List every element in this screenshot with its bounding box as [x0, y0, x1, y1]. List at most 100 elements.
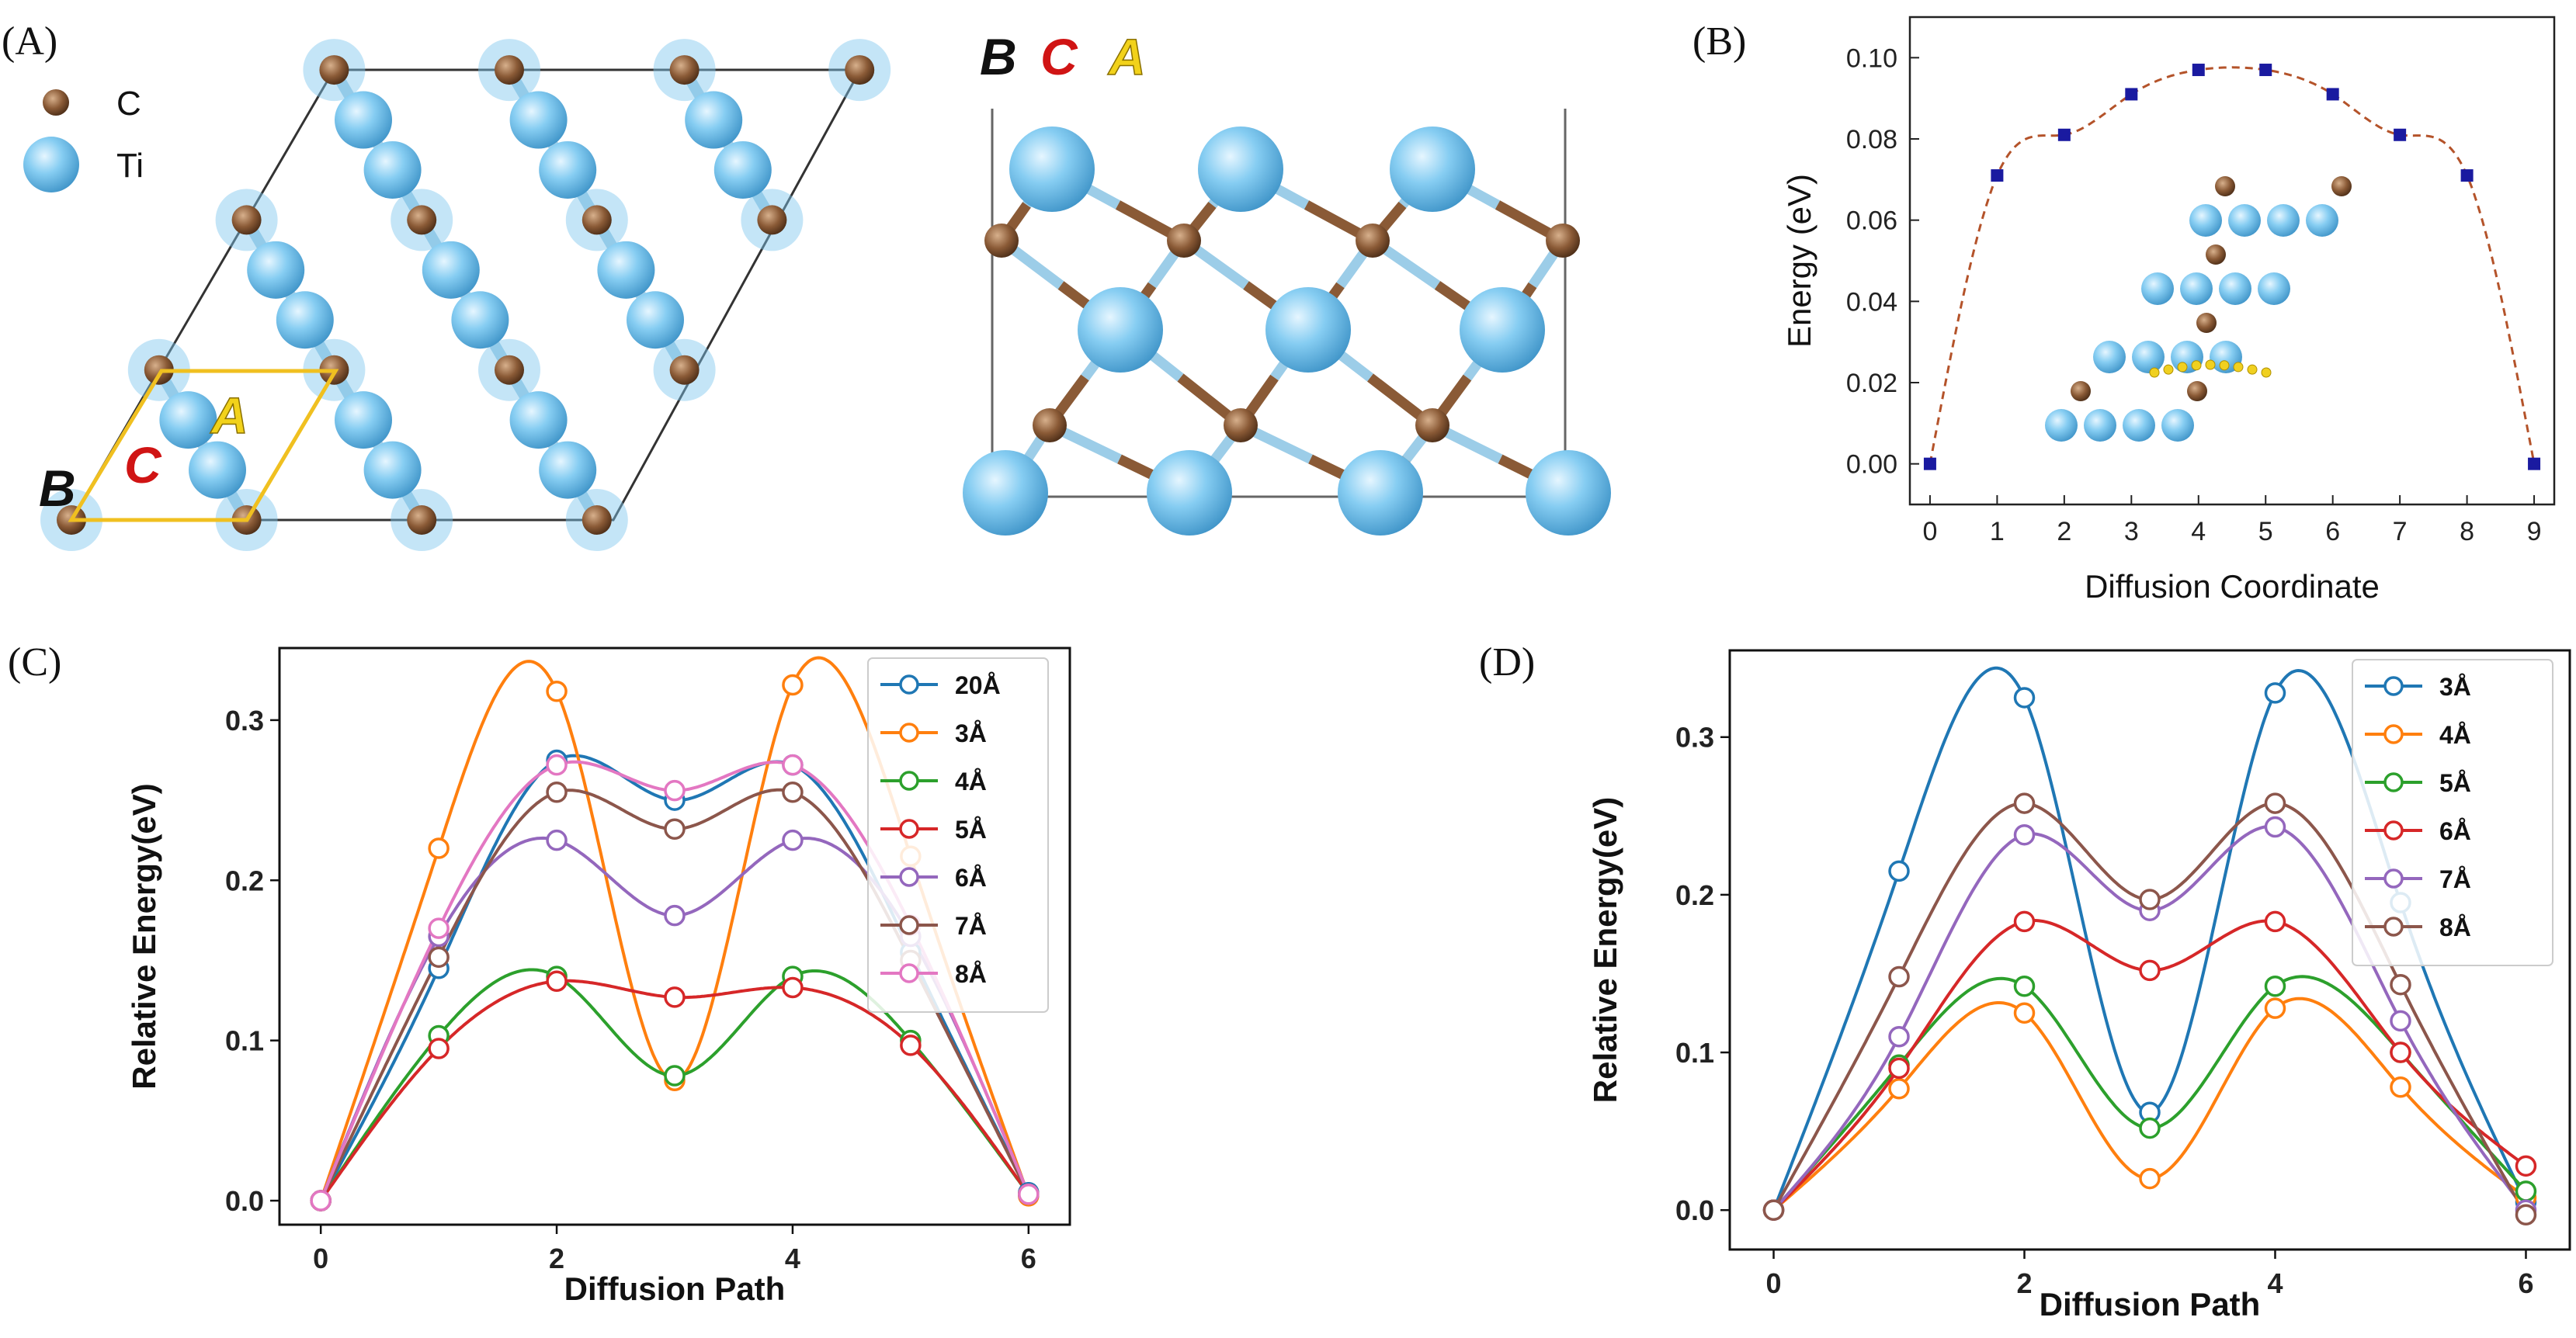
carbon-atom [845, 55, 875, 85]
chart-d-legend-label: 6Å [2439, 817, 2471, 845]
chart-b-y-tick-label: 0.08 [1846, 125, 1897, 154]
chart-c-point [900, 1035, 922, 1056]
carbon-atom-icon [43, 89, 69, 116]
inset-titanium-atom [2141, 272, 2174, 305]
chart-b-x-axis-label: Diffusion Coordinate [2085, 568, 2380, 605]
chart-b-point [2125, 88, 2138, 101]
titanium-atom [1338, 450, 1423, 536]
chart-d-y-tick-label: 0.0 [1675, 1194, 1714, 1226]
carbon-atom [757, 205, 787, 235]
chart-c-point [782, 754, 804, 776]
chart-d-point [2390, 1076, 2411, 1098]
titanium-atom [1526, 450, 1611, 536]
chart-d-x-axis-label: Diffusion Path [2040, 1286, 2261, 1322]
carbon-atom [407, 505, 437, 535]
chart-b-x-tick-label: 4 [2191, 517, 2206, 546]
chart-d-y-axis-label: Relative Energy(eV) [1587, 797, 1623, 1104]
chart-d-point [1888, 860, 1910, 882]
inset-titanium-atom [2132, 341, 2165, 373]
stacking-label-c: C [1040, 28, 1078, 85]
titanium-atom [963, 450, 1048, 536]
chart-c-legend-marker [899, 963, 919, 983]
chart-d-point [2013, 1002, 2036, 1024]
titanium-atom [1147, 450, 1232, 536]
chart-b-point [1991, 169, 2004, 182]
titanium-atom [509, 391, 568, 449]
chart-d-point [2515, 1180, 2537, 1202]
inset-titanium-atom [2228, 204, 2261, 237]
chart-d-legend-label: 3Å [2439, 673, 2471, 701]
chart-c-legend-label: 3Å [955, 719, 987, 747]
chart-c-y-tick-label: 0.2 [225, 865, 264, 896]
chart-c-point [428, 946, 450, 969]
chart-c-point [546, 754, 568, 776]
chart-d-point [2390, 973, 2411, 996]
chart-c-legend-marker [899, 819, 919, 839]
chart-d-point [2013, 823, 2036, 846]
chart-b-point [2057, 128, 2071, 141]
titanium-atom [627, 291, 684, 349]
chart-b-x-tick-label: 1 [1990, 517, 2005, 546]
chart-b-point [2460, 169, 2474, 182]
chart-b-x-tick-label: 3 [2124, 517, 2139, 546]
inset-carbon-atom [2187, 381, 2207, 401]
chart-d-point [1888, 965, 1910, 988]
stacking-label-b: B [980, 28, 1017, 85]
chart-d-x-tick-label: 0 [1766, 1267, 1782, 1299]
carbon-atom [1546, 224, 1580, 258]
titanium-atom [1198, 127, 1283, 212]
chart-c-point [1018, 1184, 1040, 1205]
chart-d-legend-label: 5Å [2439, 769, 2471, 797]
titanium-atom [1078, 287, 1163, 373]
chart-d-point [2139, 889, 2161, 910]
carbon-atom [984, 224, 1019, 258]
titanium-atom [189, 441, 246, 499]
chart-c-point [664, 779, 686, 802]
chart-d-y-tick-label: 0.1 [1675, 1037, 1714, 1069]
chart-b-point [1923, 457, 1936, 470]
chart-c-legend-marker [899, 867, 919, 887]
chart-d-point [2264, 997, 2286, 1019]
chart-d-y-tick-label: 0.3 [1675, 722, 1714, 754]
chart-c-y-tick-label: 0.0 [225, 1185, 264, 1217]
chart-d-legend-marker [2383, 820, 2404, 841]
panel-label-a: (A) [2, 19, 57, 64]
chart-d-point [2013, 792, 2036, 814]
crystal-side-view: B C A [963, 27, 1611, 536]
chart-d-point [1888, 1078, 1910, 1100]
titanium-atom [247, 241, 305, 299]
inset-titanium-atom [2123, 409, 2155, 442]
chart-c-x-tick-label: 6 [1021, 1243, 1036, 1274]
chart-c-legend-label: 5Å [955, 816, 987, 844]
inset-path-point [2191, 360, 2202, 371]
chart-d-legend-label: 7Å [2439, 865, 2471, 893]
inset-carbon-atom [2215, 176, 2235, 196]
chart-b-point [2528, 457, 2541, 470]
inset-titanium-atom [2189, 204, 2222, 237]
chart-c-legend-label: 7Å [955, 912, 987, 940]
chart-d-point [1762, 1199, 1785, 1221]
inset-path-point [2261, 367, 2272, 378]
inset-path-point [2163, 364, 2174, 375]
carbon-atom [1224, 408, 1258, 442]
chart-d-point [1888, 1025, 1910, 1048]
titanium-atom [159, 391, 217, 449]
chart-d-point [2139, 959, 2161, 982]
chart-d-frame [1728, 649, 2571, 1251]
inset-titanium-atom [2045, 409, 2078, 442]
panel-label-c: (C) [8, 640, 61, 685]
chart-b-x-tick-label: 7 [2393, 517, 2408, 546]
carbon-atom [407, 205, 437, 235]
titanium-atom [1265, 287, 1351, 373]
chart-b-x-tick-label: 5 [2258, 517, 2273, 546]
site-label-b: B [39, 459, 76, 517]
chart-b-point [2192, 64, 2205, 77]
chart-d-point [2264, 910, 2286, 933]
chart-c-point [782, 829, 804, 851]
chart-d-point [2013, 687, 2036, 709]
chart-c-y-tick-label: 0.1 [225, 1025, 264, 1057]
inset-path-point [2149, 367, 2160, 378]
chart-c-x-tick-label: 4 [785, 1243, 800, 1274]
chart-c-point [428, 917, 450, 939]
